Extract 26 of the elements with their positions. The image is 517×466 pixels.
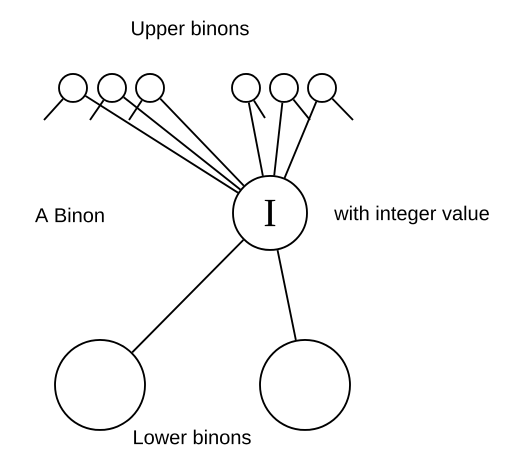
connector-line	[292, 99, 311, 121]
connector-line	[132, 239, 244, 353]
connector-line	[89, 100, 104, 121]
label: A Binon	[35, 208, 104, 222]
label: with integer value	[334, 206, 489, 224]
connector-line	[332, 98, 354, 121]
connector-line	[253, 100, 266, 118]
small-circle	[269, 73, 299, 103]
label: Upper binons	[132, 20, 249, 40]
small-circle	[97, 73, 127, 103]
connector-line	[128, 100, 143, 120]
connector-line	[248, 102, 264, 176]
connector-line	[276, 250, 297, 340]
connector-line	[43, 98, 64, 121]
connector-line	[160, 98, 244, 186]
connector-line	[273, 102, 284, 176]
label: Lower binons	[134, 430, 251, 444]
connector-line	[85, 95, 238, 194]
small-circle	[231, 73, 261, 103]
connector-line	[123, 96, 241, 190]
small-circle	[307, 73, 337, 103]
lower-binon-circle	[259, 339, 351, 431]
connector-line	[284, 101, 318, 178]
lower-binon-circle	[54, 339, 146, 431]
small-circle	[58, 73, 88, 103]
small-circle	[135, 73, 165, 103]
